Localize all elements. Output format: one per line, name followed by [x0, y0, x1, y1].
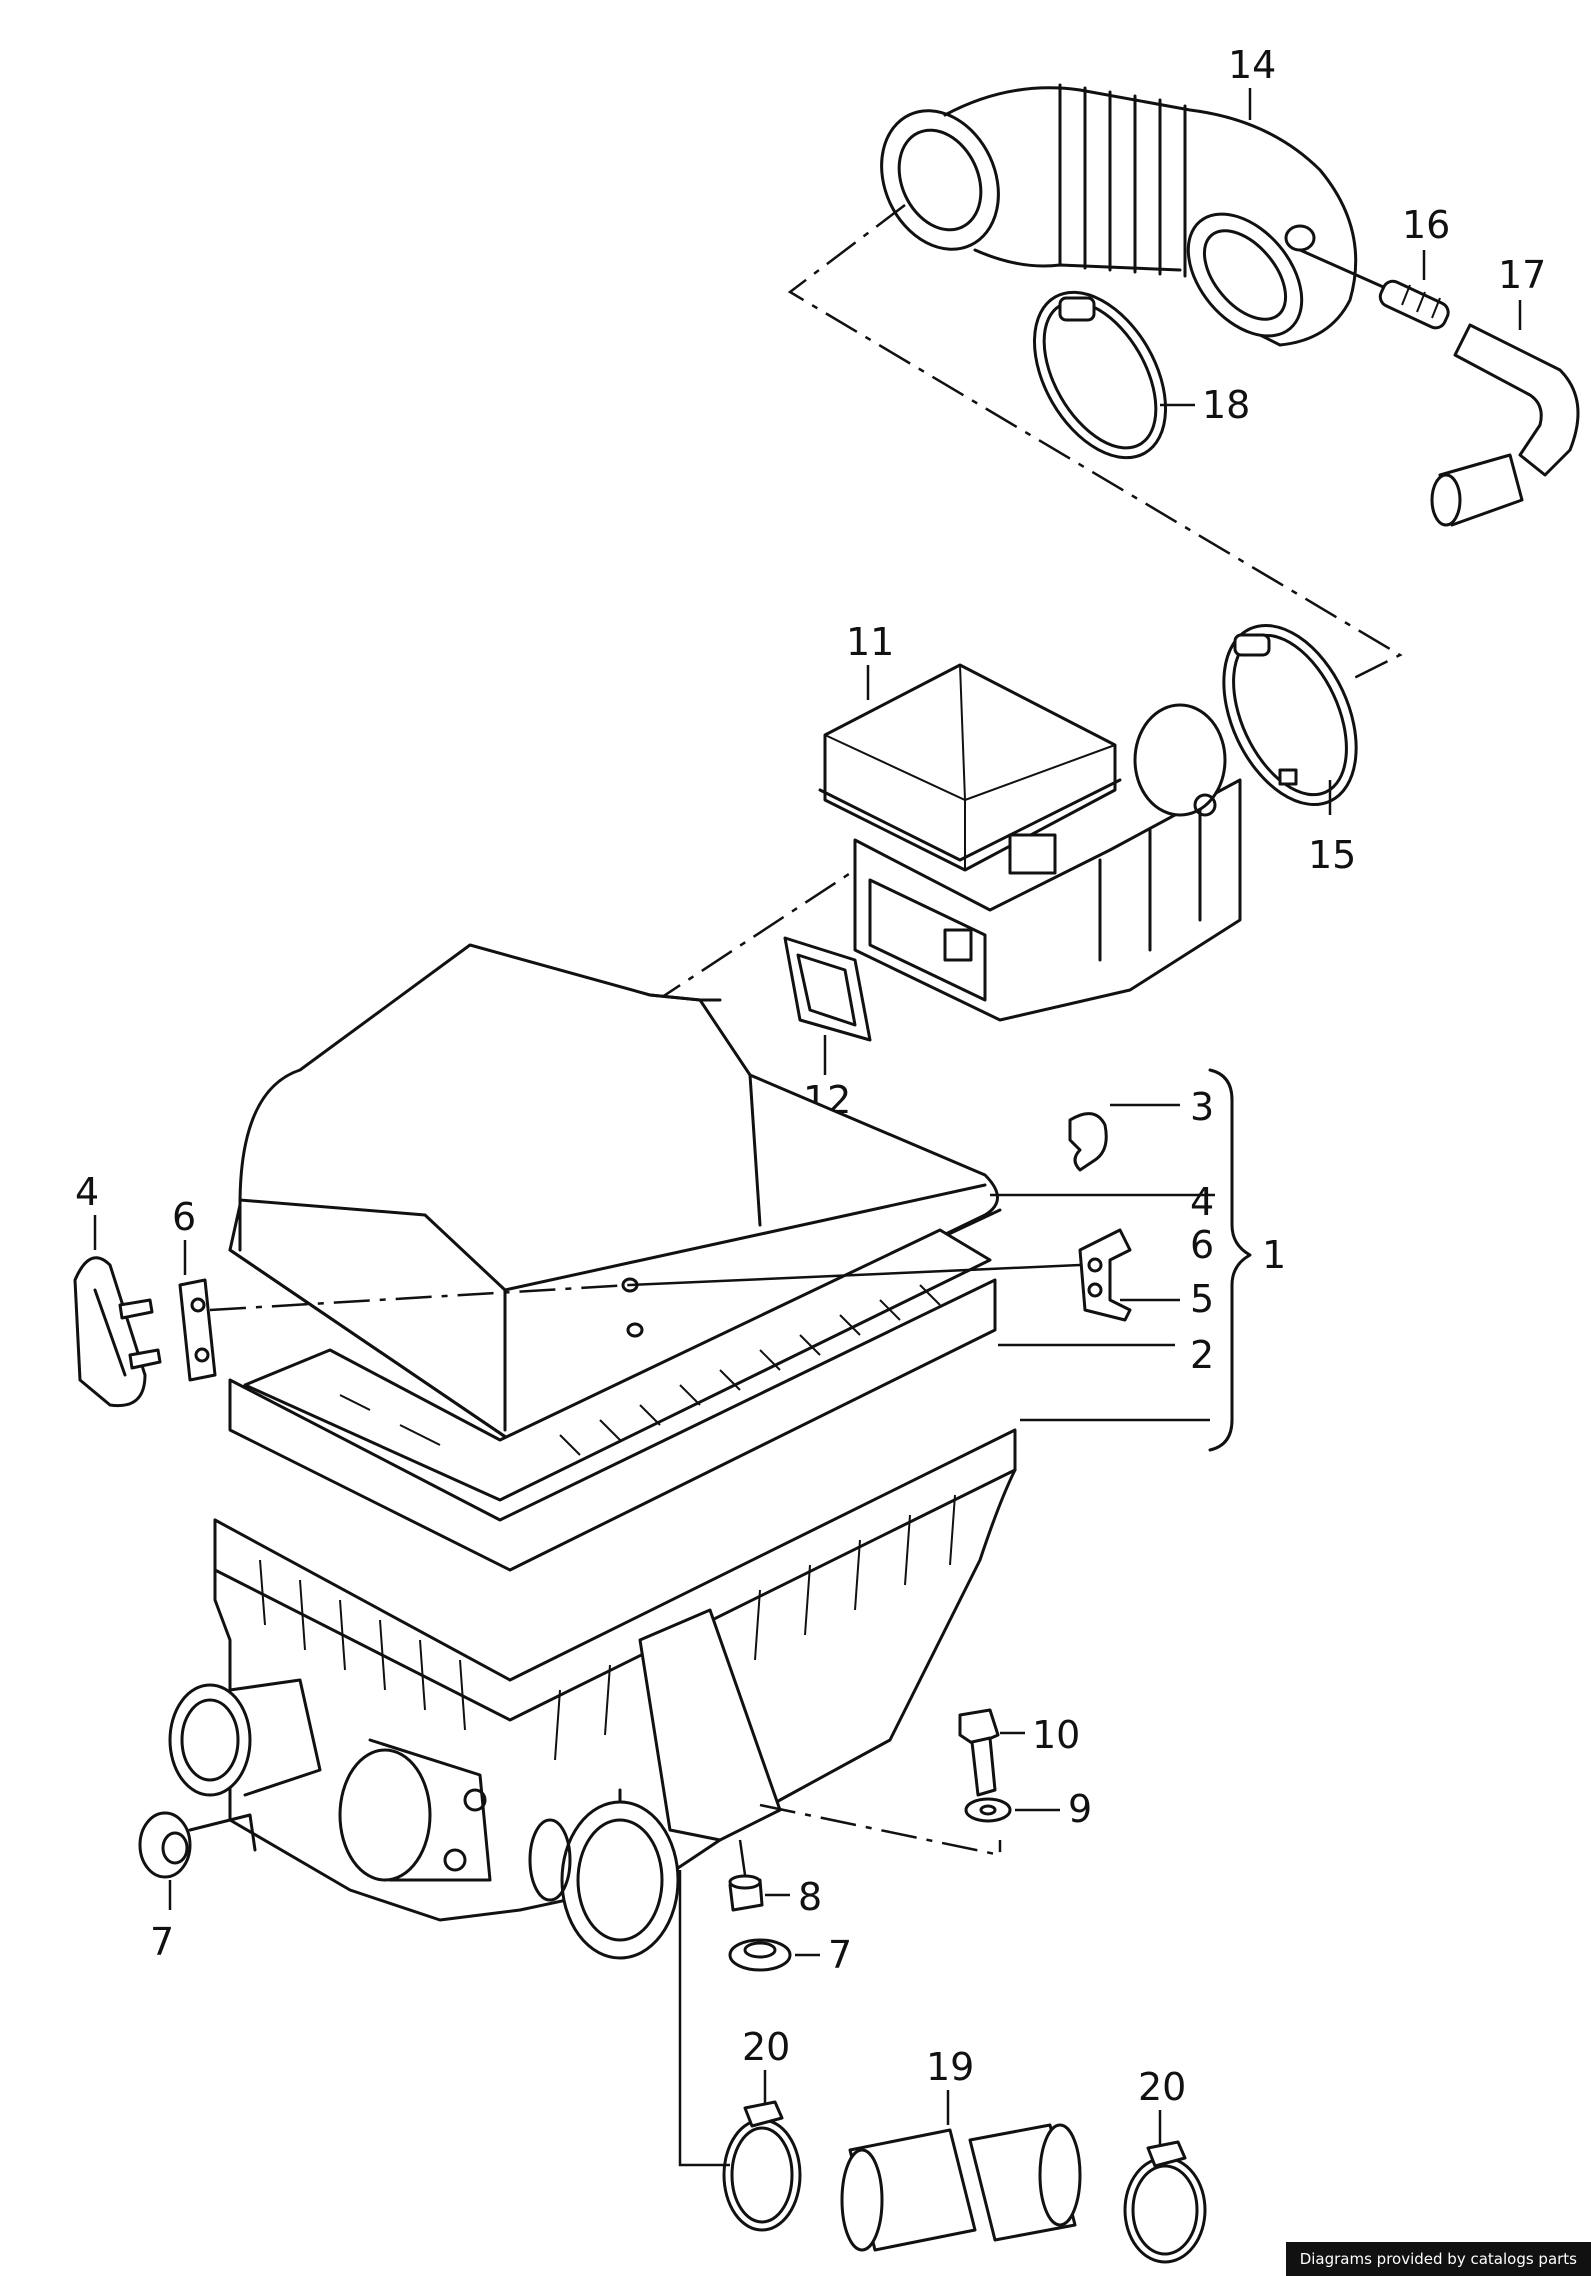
bushing-part-8[interactable] [728, 1874, 764, 1912]
check-valve-part-16[interactable] [1298, 248, 1451, 331]
label-4-right: 4 [1190, 1180, 1214, 1224]
washer-part-9[interactable] [964, 1797, 1012, 1823]
label-19: 19 [926, 2045, 974, 2089]
label-15: 15 [1308, 833, 1356, 877]
gasket-part-12[interactable] [783, 936, 872, 1042]
label-4-left: 4 [75, 1170, 99, 1214]
band-clamp-part-18[interactable] [1007, 270, 1192, 481]
label-20-left: 20 [742, 2025, 790, 2069]
intake-boot-part-14[interactable] [860, 83, 1358, 358]
air-filter-lower-housing[interactable] [168, 1428, 1017, 1960]
label-10: 10 [1032, 1713, 1080, 1757]
bolt-part-10[interactable] [958, 1708, 1000, 1797]
clamp-part-15[interactable] [1197, 604, 1382, 825]
grommet-part-7-bottom[interactable] [728, 1938, 792, 1972]
label-9: 9 [1068, 1787, 1092, 1831]
label-7-bottom: 7 [828, 1933, 852, 1977]
label-11: 11 [846, 620, 894, 664]
hose-part-19[interactable] [840, 2123, 1082, 2252]
label-1: 1 [1262, 1233, 1286, 1277]
bracket-part-6-right[interactable] [1078, 1228, 1132, 1322]
label-6-right: 6 [1190, 1223, 1214, 1267]
label-14: 14 [1228, 43, 1276, 87]
label-2: 2 [1190, 1333, 1214, 1377]
label-7-left: 7 [150, 1920, 174, 1964]
gasket-part-6-left[interactable] [178, 1278, 217, 1382]
label-18: 18 [1202, 383, 1250, 427]
grommet-part-4-left[interactable] [73, 1256, 162, 1408]
label-5: 5 [1190, 1277, 1214, 1321]
hose-part-17[interactable] [1430, 323, 1580, 527]
filter-element-part-2[interactable] [228, 1228, 997, 1572]
diagram-credit: Diagrams provided by catalogs parts [1285, 2242, 1591, 2276]
label-3: 3 [1190, 1085, 1214, 1129]
clamp-part-20-left[interactable] [722, 2100, 802, 2232]
clamp-part-20-right[interactable] [1123, 2140, 1207, 2264]
label-6-left: 6 [172, 1195, 196, 1239]
clip-part-3[interactable] [1068, 1112, 1108, 1172]
label-8: 8 [798, 1875, 822, 1919]
label-17: 17 [1498, 253, 1546, 297]
grommet-part-7-left[interactable] [138, 1811, 257, 1879]
label-20-right: 20 [1138, 2065, 1186, 2109]
label-16: 16 [1402, 203, 1450, 247]
air-mass-meter-part-11[interactable] [818, 663, 1242, 1022]
